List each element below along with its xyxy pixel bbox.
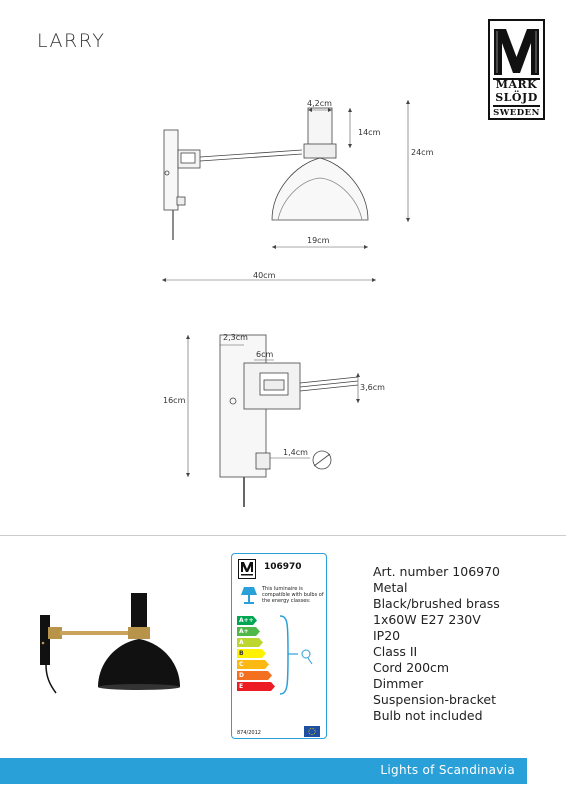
technical-drawing-detail (186, 334, 360, 507)
spec-item: Art. number 106970 (373, 564, 501, 579)
spec-item: Suspension-bracket (373, 692, 496, 707)
spec-item: Black/brushed brass (373, 596, 500, 611)
spec-item: Metal (373, 580, 408, 595)
dim-total-length: 40cm (253, 271, 276, 280)
logo-line-sweden: SWEDEN (493, 108, 540, 118)
logo-line-slojd: SLÖJD (495, 91, 538, 104)
brand-logo: MARK SLÖJD SWEDEN (488, 19, 545, 120)
footer-tagline: Lights of Scandinavia (380, 763, 515, 777)
dim-total-height: 24cm (411, 148, 434, 157)
dim-shade-width: 19cm (307, 236, 330, 245)
energy-regulation: 874/2012 (237, 730, 261, 736)
energy-class-bar: A++ (237, 616, 257, 625)
spec-item: 1x60W E27 230V (373, 612, 481, 627)
eu-flag-icon (304, 726, 320, 737)
section-divider (0, 535, 566, 536)
dim-plate-width: 2,3cm (223, 333, 248, 342)
technical-drawing-side (162, 100, 410, 282)
logo-m-icon (494, 29, 539, 75)
spec-item: Dimmer (373, 676, 424, 691)
dim-tube-height: 14cm (358, 128, 381, 137)
energy-class-bar: D (237, 671, 272, 680)
energy-class-bar: A (237, 638, 263, 647)
energy-label-article: 106970 (264, 562, 302, 572)
bracket-icon (279, 615, 313, 695)
footer-banner: Lights of Scandinavia (0, 758, 527, 784)
dim-arm: 3,6cm (360, 383, 385, 392)
lamp-icon (241, 587, 257, 604)
energy-label: 106970 This luminaire is compatible with… (231, 553, 327, 739)
dim-bracket: 6cm (256, 350, 274, 359)
mini-logo-icon (238, 559, 256, 579)
energy-compat-text: This luminaire is compatible with bulbs … (262, 586, 324, 604)
dim-dimmer: 1,4cm (283, 448, 308, 457)
dim-shade-tube: 4,2cm (307, 99, 332, 108)
dim-plate-height: 16cm (163, 396, 186, 405)
spec-item: Class II (373, 644, 418, 659)
spec-item: Cord 200cm (373, 660, 450, 675)
energy-class-bar: B (237, 649, 266, 658)
spec-item: IP20 (373, 628, 401, 643)
energy-class-bar: C (237, 660, 269, 669)
logo-line-mark: MARK (495, 78, 538, 91)
energy-class-bar: A+ (237, 627, 260, 636)
spec-item: Bulb not included (373, 708, 483, 723)
product-image (40, 593, 180, 694)
logo-rule (493, 78, 540, 80)
energy-class-bar: E (237, 682, 275, 691)
product-title: LARRY (37, 30, 106, 52)
logo-rule (493, 105, 540, 107)
